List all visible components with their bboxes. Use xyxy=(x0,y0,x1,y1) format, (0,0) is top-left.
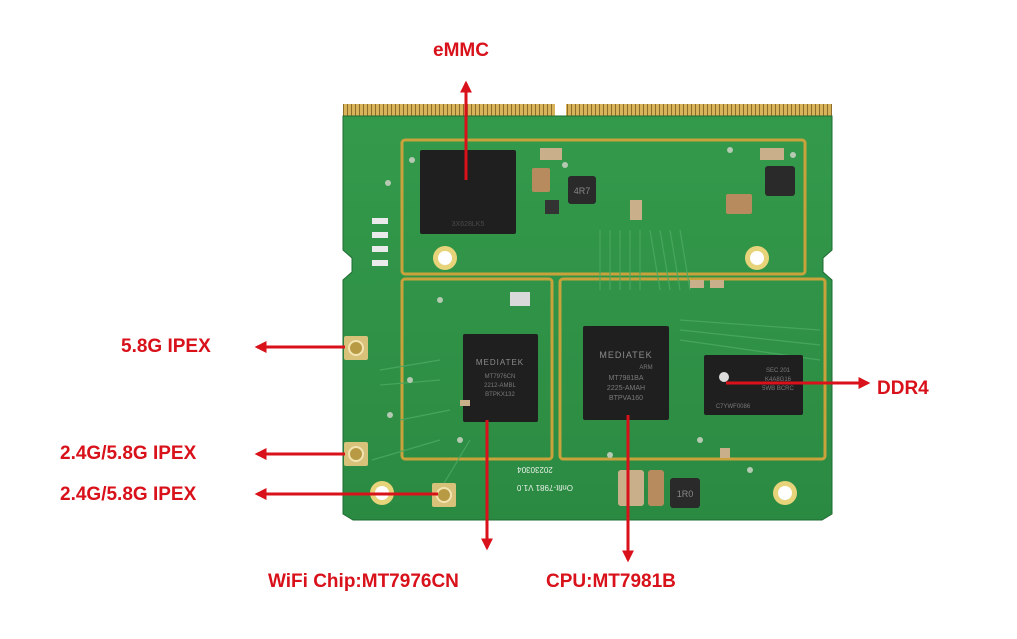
label-5-8g-ipex: 5.8G IPEX xyxy=(121,336,211,357)
cpu-chip-line-2: 2225-AMAH xyxy=(607,385,645,392)
shield-outline-top xyxy=(400,138,807,276)
ddr4-chip-line-1: SEC 201 xyxy=(766,368,791,374)
ipex-connector-icon xyxy=(344,336,368,360)
led-indicators xyxy=(372,218,388,266)
pcb-traces xyxy=(371,229,821,491)
cpu-chip-brand: MEDIATEK xyxy=(599,350,652,360)
ddr4-chip-line-2: K4A8G16 xyxy=(765,377,792,383)
inductor-mark: 4R7 xyxy=(574,186,591,196)
cpu-chip xyxy=(583,326,669,420)
label-wifi-chip: WiFi Chip:MT7976CN xyxy=(268,571,459,592)
silkscreen-date: 20230304 xyxy=(517,465,553,474)
cpu-chip-arm: ARM xyxy=(639,365,652,371)
cpu-chip-line-1: MT7981BA xyxy=(608,375,643,382)
wifi-chip-line-2: 2212-AMBL xyxy=(484,383,516,389)
wifi-chip-line-3: BTPKX132 xyxy=(485,392,515,398)
wifi-chip-brand: MEDIATEK xyxy=(476,358,524,367)
annotation-arrows xyxy=(254,80,871,563)
shield-outline-cpu xyxy=(558,277,827,461)
ipex-connector-icon xyxy=(344,442,368,466)
wifi-chip xyxy=(463,334,538,422)
label-2-4g-5-8g-ipex-1: 2.4G/5.8G IPEX xyxy=(60,443,197,464)
shield-outline-wifi xyxy=(400,277,554,461)
mounting-holes xyxy=(370,246,797,505)
label-2-4g-5-8g-ipex-2: 2.4G/5.8G IPEX xyxy=(60,484,197,505)
wifi-chip-line-1: MT7976CN xyxy=(485,374,516,380)
ddr4-chip xyxy=(704,355,803,415)
inductor-mark-2: 1R0 xyxy=(677,489,694,499)
emmc-chip-marking: 3X628LK5 xyxy=(452,221,485,228)
emmc-chip xyxy=(420,150,516,234)
label-ddr4: DDR4 xyxy=(877,378,929,399)
vias xyxy=(385,147,796,473)
passive-components-bottom: 1R0 xyxy=(460,400,730,508)
label-cpu: CPU:MT7981B xyxy=(546,571,676,592)
ddr4-chip-bottom: C7YWF0086 xyxy=(716,404,751,410)
ddr4-label-dot xyxy=(719,372,729,382)
label-emmc: eMMC xyxy=(433,40,489,61)
ddr4-chip-line-3: 5WB BCRC xyxy=(762,386,794,392)
cpu-chip-line-3: BTPVA160 xyxy=(609,395,643,402)
silkscreen-version: Onfit-7981 V1.0 xyxy=(516,483,573,492)
passive-components-top: 4R7 xyxy=(510,148,795,306)
